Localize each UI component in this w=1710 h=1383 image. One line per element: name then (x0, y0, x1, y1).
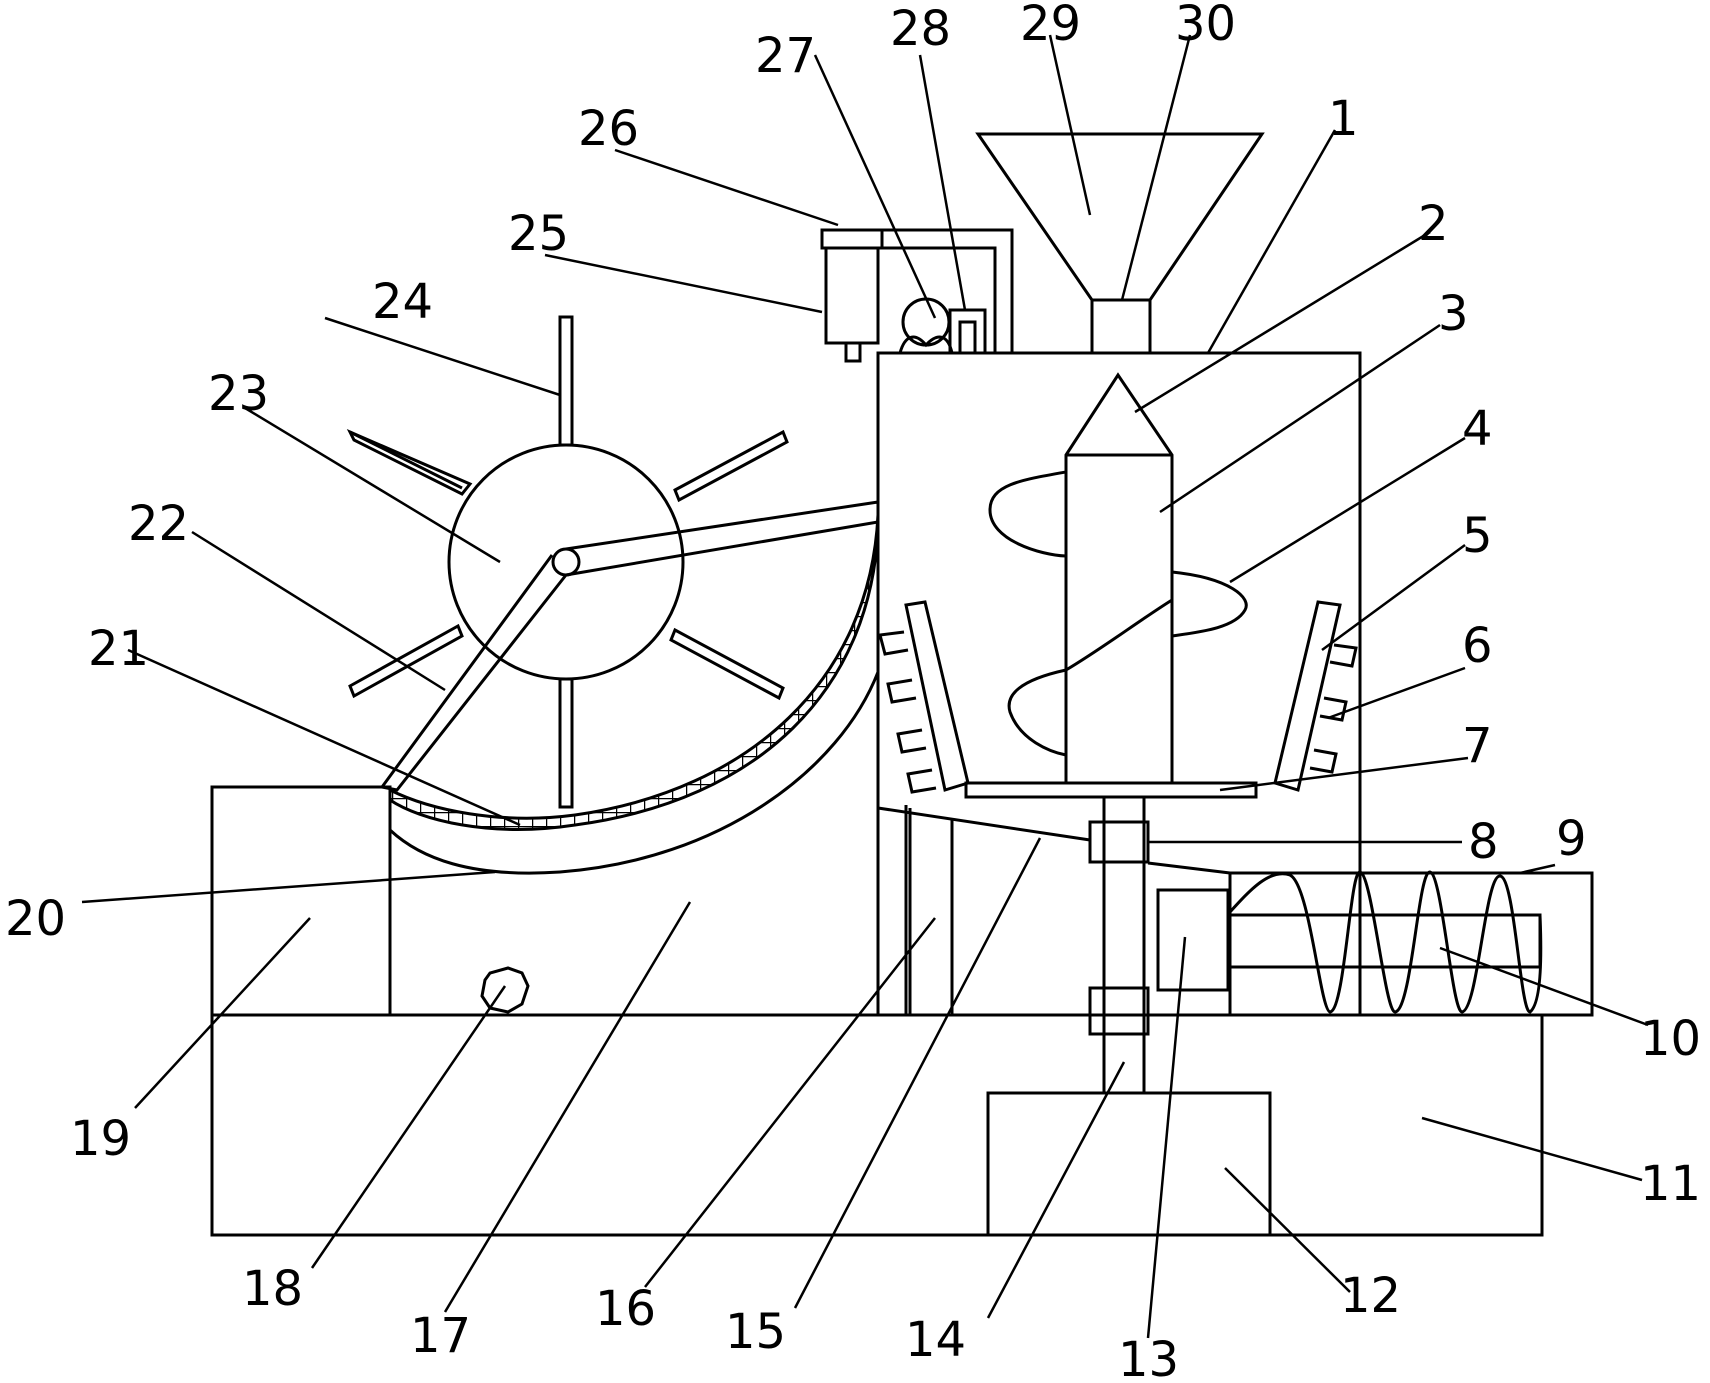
callout-1: 1 (1328, 91, 1359, 147)
wheel-drive-link (565, 500, 880, 577)
callout-15: 15 (725, 1304, 786, 1360)
callout-25: 25 (508, 206, 569, 262)
callout-16: 16 (595, 1281, 656, 1337)
callout-29: 29 (1020, 0, 1081, 52)
callout-11: 11 (1640, 1156, 1701, 1212)
callout-2: 2 (1418, 196, 1449, 252)
callout-13: 13 (1118, 1332, 1179, 1383)
rotating-plate (964, 781, 1258, 799)
spray-pump-cap (820, 228, 884, 250)
motor-housing (986, 1091, 1272, 1237)
callout-12: 12 (1340, 1268, 1401, 1324)
callout-27: 27 (755, 28, 816, 84)
callout-5: 5 (1462, 508, 1493, 564)
feed-hopper (975, 132, 1265, 302)
helical-blade (988, 470, 1067, 558)
upper-coupling (1088, 820, 1150, 864)
wheel-blades (346, 315, 789, 809)
callout-22: 22 (128, 496, 189, 552)
drive-shaft (1102, 795, 1146, 1095)
callout-19: 19 (70, 1111, 131, 1167)
screw-shaft (1228, 913, 1542, 969)
callout-9: 9 (1556, 811, 1587, 867)
pipe-inner (878, 246, 997, 353)
callout-30: 30 (1175, 0, 1236, 52)
lower-coupling (1088, 986, 1150, 1036)
callout-20: 20 (5, 891, 66, 947)
callout-28: 28 (890, 1, 951, 57)
callout-18: 18 (242, 1261, 303, 1317)
valve-pipe-b (958, 320, 977, 353)
wheel-hub (551, 547, 581, 577)
sieve-outer-shell (388, 671, 880, 875)
guide-plate-lower (1147, 861, 1231, 875)
callout-7: 7 (1462, 718, 1493, 774)
helical-blade-back (1065, 598, 1173, 672)
guide-plate (877, 806, 1091, 842)
callout-14: 14 (905, 1312, 966, 1368)
helical-blade-mid (1171, 570, 1248, 638)
valve-base (898, 335, 954, 354)
left-collection-box (210, 785, 392, 1017)
callout-17: 17 (410, 1308, 471, 1364)
left-teeth (878, 630, 937, 794)
wheel-support-arm (379, 554, 568, 792)
feed-pipe (1090, 298, 1152, 355)
conveyor-motor (1156, 888, 1230, 992)
drain-pump (480, 966, 530, 1014)
valve-pipe-a (948, 308, 987, 353)
spray-nozzle (844, 341, 862, 363)
callout-3: 3 (1438, 286, 1469, 342)
base-frame (210, 1013, 1544, 1237)
leader-lines (81, 34, 1649, 1339)
helical-blade-low (1007, 668, 1067, 757)
callout-labels: 1 2 3 4 5 6 7 8 9 10 11 12 13 14 15 16 1… (5, 0, 1701, 1383)
screw-blade (1228, 870, 1543, 1014)
central-column (1064, 372, 1174, 783)
callout-10: 10 (1640, 1011, 1701, 1067)
callout-21: 21 (88, 621, 149, 677)
callout-6: 6 (1462, 618, 1493, 674)
spray-pump-body (824, 246, 880, 345)
callout-24: 24 (372, 274, 433, 330)
callout-4: 4 (1462, 401, 1493, 457)
spray-pipe-top (822, 228, 1014, 353)
left-scraper-arm (904, 600, 970, 792)
callout-23: 23 (208, 366, 269, 422)
callout-26: 26 (578, 101, 639, 157)
right-scraper-arm (1273, 600, 1342, 792)
callout-8: 8 (1468, 814, 1499, 870)
